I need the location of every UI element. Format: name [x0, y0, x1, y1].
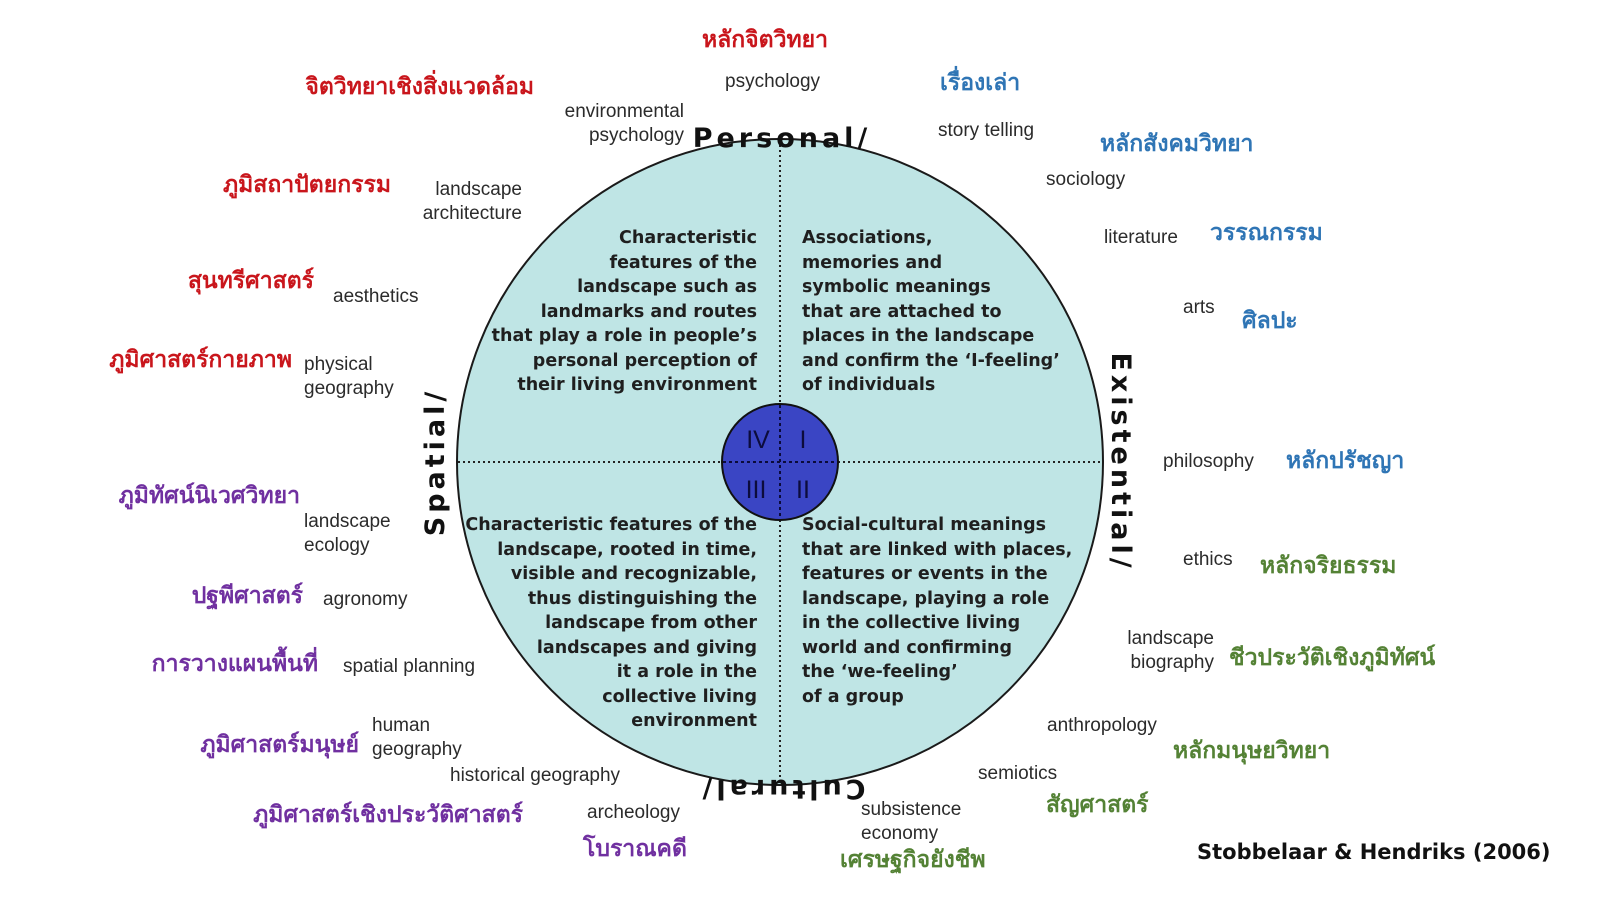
- label-semiotics: semiotics: [978, 763, 1058, 784]
- thai-arts: ศิลปะ: [1242, 308, 1298, 334]
- thai-literature: วรรณกรรม: [1210, 220, 1323, 246]
- thai-sociology: หลักสังคมวิทยา: [1100, 131, 1254, 157]
- quadrant-bottom-left-text: Characteristic features of the landscape…: [465, 515, 757, 731]
- thai-spatial-planning: การวางแผนพื้นที่: [151, 651, 318, 677]
- quadrant-top-left-text: Characteristic features of the landscape…: [491, 228, 757, 395]
- label-physical-geography: physical geography: [304, 354, 394, 399]
- quadrant-number-i: I: [800, 426, 807, 454]
- thai-archeology: โบราณคดี: [583, 836, 687, 862]
- thai-landscape-architecture: ภูมิสถาปัตยกรรม: [222, 172, 391, 198]
- thai-landscape-biography: ชีวประวัติเชิงภูมิทัศน์: [1229, 645, 1436, 671]
- thai-story-telling: เรื่องเล่า: [940, 70, 1021, 96]
- quadrant-number-iv: IV: [746, 426, 770, 454]
- quadrant-bottom-right-text: Social-cultural meanings that are linked…: [802, 515, 1073, 707]
- label-arts: arts: [1183, 297, 1215, 318]
- label-ethics: ethics: [1183, 549, 1233, 570]
- quadrant-number-ii: II: [796, 476, 810, 504]
- thai-landscape-ecology: ภูมิทัศน์นิเวศวิทยา: [118, 483, 300, 509]
- label-sociology: sociology: [1046, 169, 1126, 190]
- label-human-geography: human geography: [372, 715, 462, 760]
- citation: Stobbelaar & Hendriks (2006): [1197, 840, 1551, 864]
- label-environmental-psychology: environmental psychology: [564, 101, 684, 146]
- label-literature: literature: [1104, 227, 1178, 248]
- axis-label-existential: Existential/: [1105, 352, 1136, 571]
- thai-environmental-psychology: จิตวิทยาเชิงสิ่งแวดล้อม: [305, 74, 534, 100]
- thai-physical-geography: ภูมิศาสตร์กายภาพ: [109, 347, 292, 373]
- thai-human-geography: ภูมิศาสตร์มนุษย์: [200, 732, 359, 758]
- axis-label-cultural: Cultural/: [698, 773, 865, 804]
- axis-label-spatial: Spatial/: [420, 388, 451, 537]
- label-subsistence-economy: subsistence economy: [861, 799, 962, 844]
- thai-psychology: หลักจิตวิทยา: [702, 27, 829, 53]
- thai-philosophy: หลักปรัชญา: [1286, 448, 1405, 474]
- label-agronomy: agronomy: [323, 589, 408, 610]
- thai-agronomy: ปฐพีศาสตร์: [191, 583, 303, 609]
- quadrant-top-right-text: Associations, memories and symbolic mean…: [802, 228, 1060, 395]
- label-anthropology: anthropology: [1047, 715, 1157, 736]
- thai-ethics: หลักจริยธรรม: [1260, 553, 1397, 579]
- quadrant-number-iii: III: [746, 476, 767, 504]
- label-philosophy: philosophy: [1163, 451, 1254, 472]
- thai-semiotics: สัญศาสตร์: [1046, 792, 1149, 818]
- label-historical-geography: historical geography: [450, 765, 621, 786]
- axis-label-personal: Personal/: [693, 123, 872, 154]
- label-aesthetics: aesthetics: [333, 286, 419, 307]
- label-landscape-biography: landscape biography: [1127, 628, 1214, 673]
- label-landscape-architecture: landscape architecture: [422, 179, 522, 224]
- label-psychology: psychology: [725, 71, 821, 92]
- label-archeology: archeology: [587, 802, 680, 823]
- label-spatial-planning: spatial planning: [343, 656, 476, 677]
- label-landscape-ecology: landscape ecology: [304, 511, 391, 556]
- thai-subsistence-economy: เศรษฐกิจยังชีพ: [840, 847, 986, 873]
- thai-historical-geography: ภูมิศาสตร์เชิงประวัติศาสตร์: [253, 802, 523, 828]
- thai-anthropology: หลักมนุษยวิทยา: [1173, 738, 1331, 764]
- thai-aesthetics: สุนทรีศาสตร์: [187, 268, 314, 294]
- label-story-telling: story telling: [938, 120, 1035, 141]
